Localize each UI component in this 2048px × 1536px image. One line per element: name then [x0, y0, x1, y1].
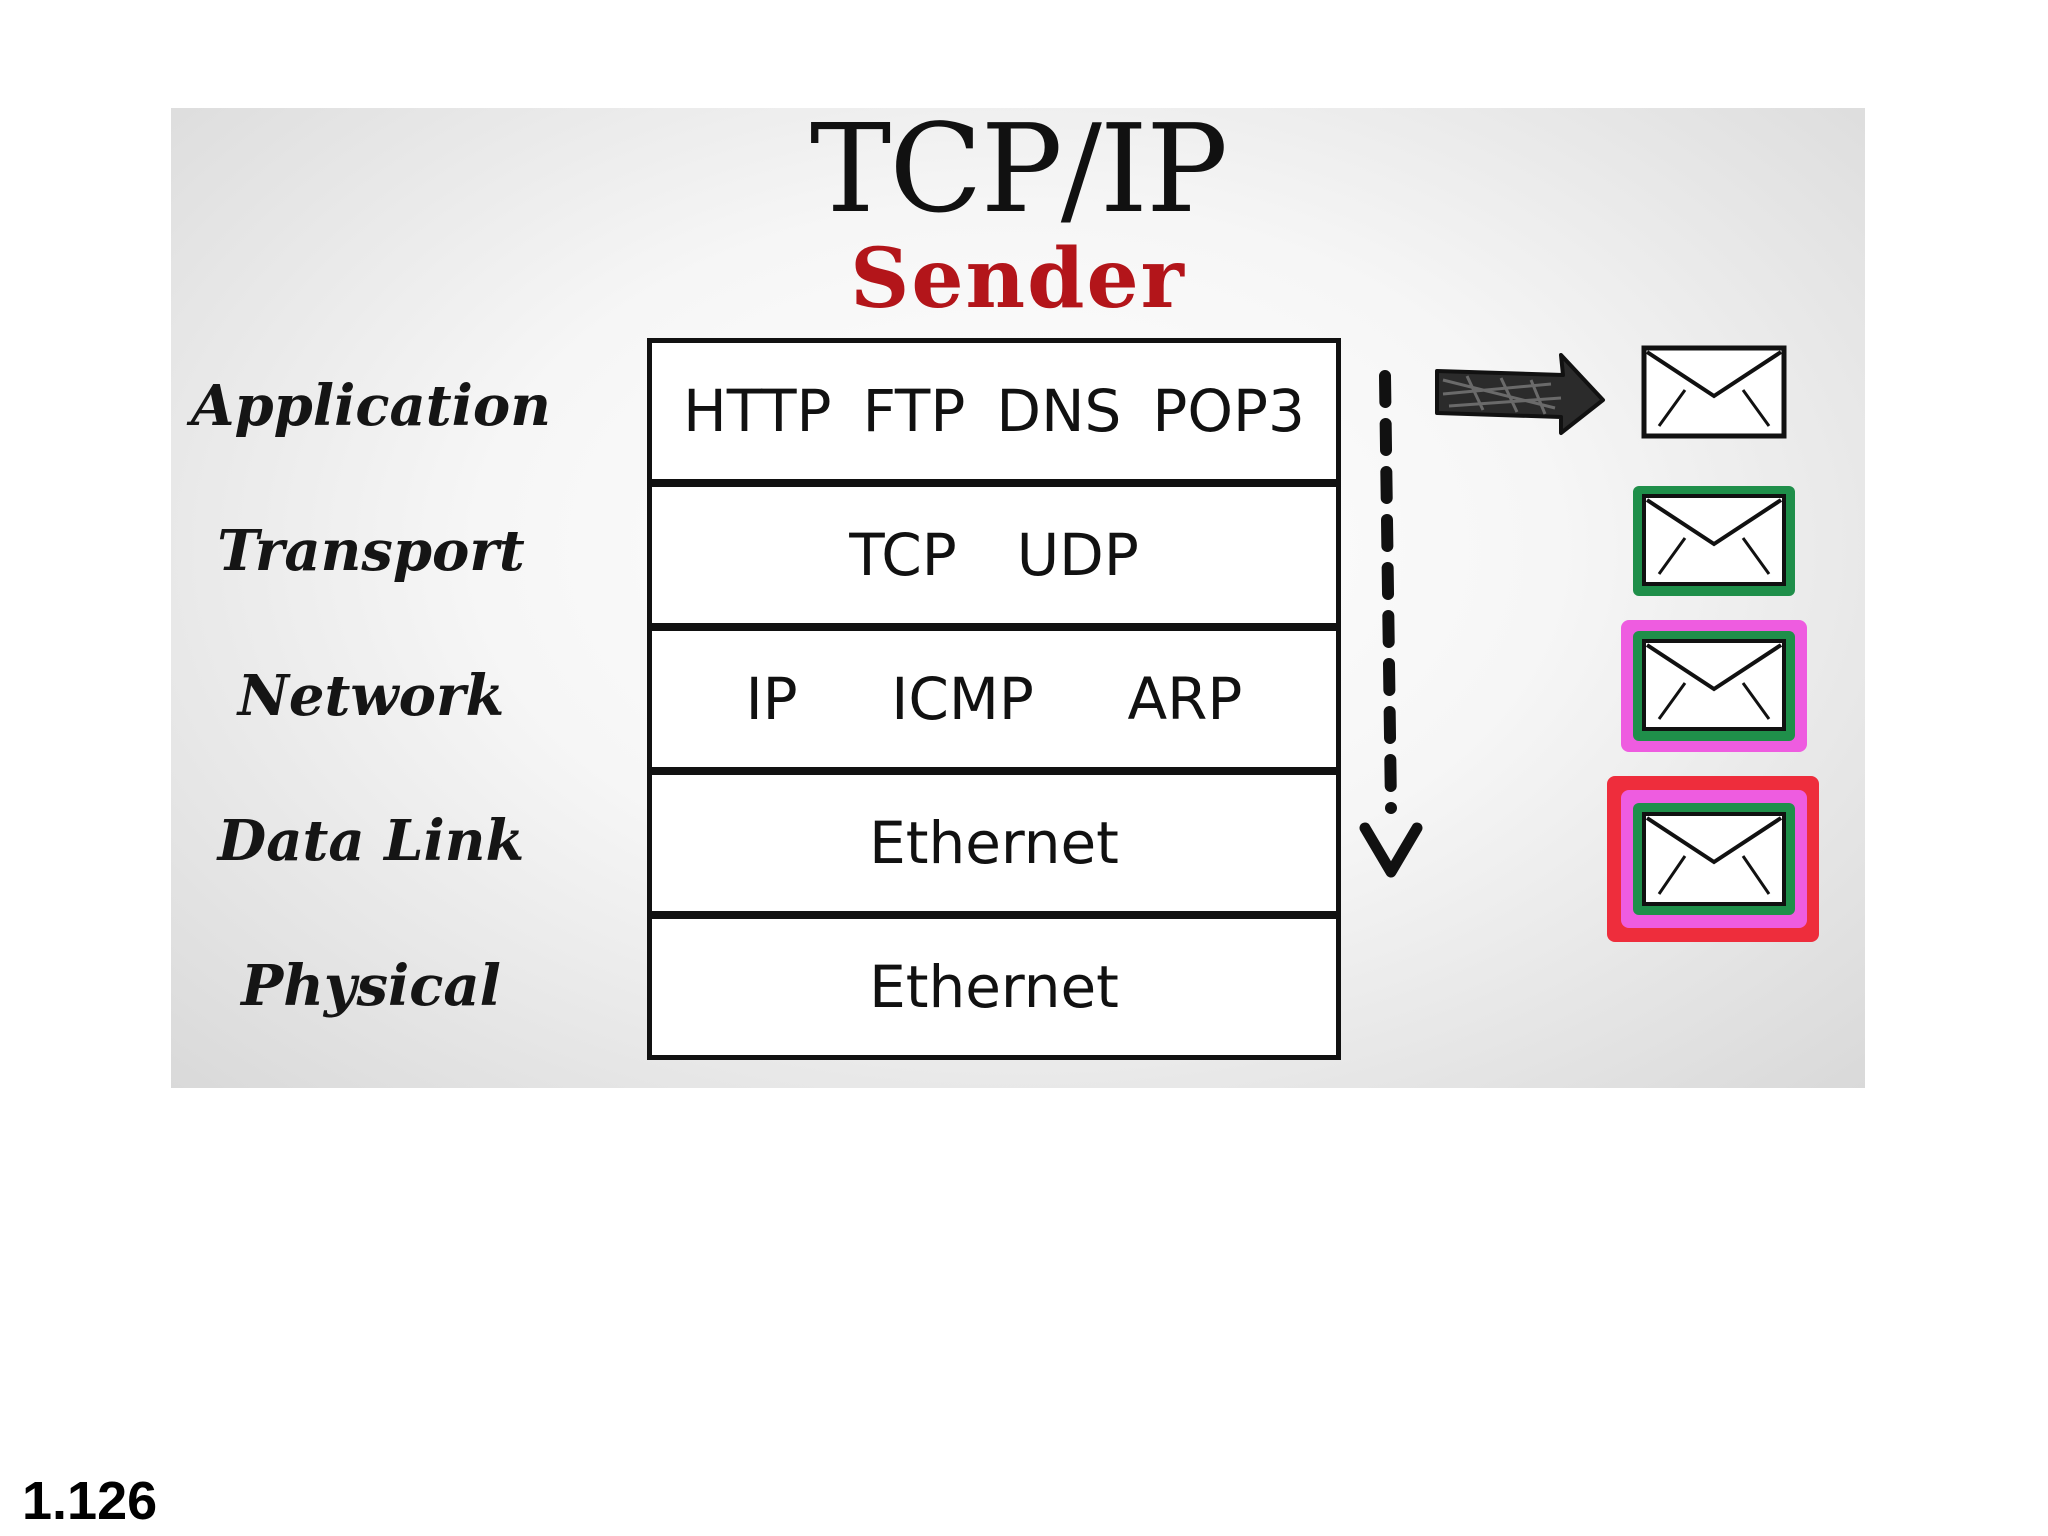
- protocol-stack: HTTP FTP DNS POP3 TCP UDP IP ICMP ARP Et…: [647, 338, 1341, 1060]
- protocol-arp: ARP: [1127, 665, 1243, 733]
- stack-row-application: HTTP FTP DNS POP3: [647, 338, 1341, 484]
- page-number: 1.126: [22, 1471, 158, 1531]
- protocol-ethernet-physical: Ethernet: [869, 953, 1119, 1021]
- encapsulation-graphics: [1359, 345, 1819, 942]
- protocol-http: HTTP: [683, 377, 832, 445]
- envelope-network-icon: [1621, 620, 1807, 752]
- layer-label-physical: Physical: [241, 953, 501, 1019]
- layer-label-network: Network: [237, 663, 505, 729]
- layer-label-application: Application: [191, 373, 551, 439]
- protocol-pop3: POP3: [1152, 377, 1305, 445]
- protocol-ip: IP: [745, 665, 798, 733]
- protocol-udp: UDP: [1016, 521, 1139, 589]
- slide-title: TCP/IP: [809, 108, 1228, 240]
- stack-row-data-link: Ethernet: [647, 770, 1341, 916]
- stack-row-physical: Ethernet: [647, 914, 1341, 1060]
- dashed-down-arrow-icon: [1359, 370, 1423, 878]
- stack-row-transport: TCP UDP: [647, 482, 1341, 628]
- envelope-data-link-icon: [1607, 776, 1819, 942]
- scribbled-right-arrow-icon: [1435, 353, 1605, 435]
- protocol-tcp: TCP: [849, 521, 957, 589]
- protocol-dns: DNS: [996, 377, 1122, 445]
- protocol-ftp: FTP: [862, 377, 966, 445]
- protocol-icmp: ICMP: [891, 665, 1034, 733]
- envelope-transport-icon: [1633, 486, 1795, 596]
- stack-row-network: IP ICMP ARP: [647, 626, 1341, 772]
- layer-label-data-link: Data Link: [217, 808, 525, 874]
- protocol-ethernet-datalink: Ethernet: [869, 809, 1119, 877]
- slide-subtitle: Sender: [850, 231, 1186, 327]
- envelope-icon: [1641, 345, 1787, 439]
- tcpip-slide: TCP/IP Sender Application Transport Netw…: [171, 108, 1865, 1088]
- layer-label-transport: Transport: [217, 518, 525, 584]
